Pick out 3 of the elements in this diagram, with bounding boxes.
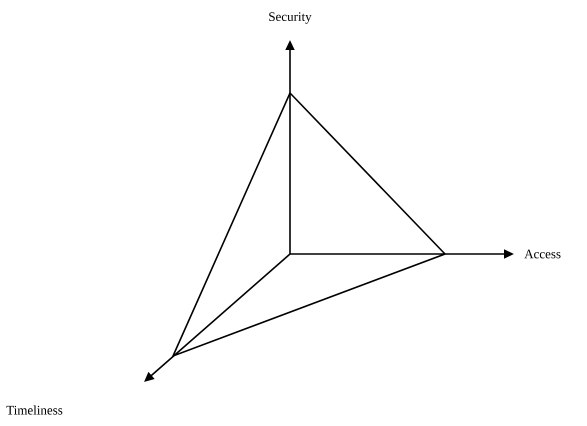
axis-label: Access (524, 250, 561, 258)
axis-label: Timeliness (6, 405, 62, 415)
axis-label: Security (269, 12, 312, 24)
